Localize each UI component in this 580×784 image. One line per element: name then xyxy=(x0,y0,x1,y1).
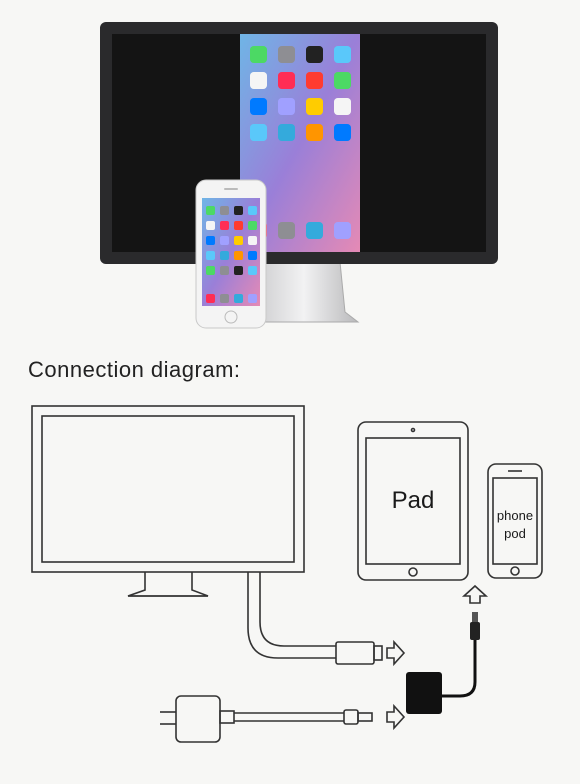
phone-label-line1: phone xyxy=(497,508,533,523)
app-icon xyxy=(248,251,257,260)
app-icon xyxy=(220,206,229,215)
dock-app-icon xyxy=(334,222,351,239)
app-icon xyxy=(234,206,243,215)
app-icon xyxy=(248,236,257,245)
app-icon xyxy=(206,206,215,215)
app-icon xyxy=(250,98,267,115)
dock-app-icon xyxy=(306,222,323,239)
dock-app-icon xyxy=(220,294,229,303)
dock-app-icon xyxy=(234,294,243,303)
power-adapter-icon xyxy=(160,695,373,743)
app-icon xyxy=(220,221,229,230)
app-icon xyxy=(248,266,257,275)
monitor-icon xyxy=(100,22,498,264)
app-icon xyxy=(206,251,215,260)
hdmi-cable xyxy=(247,572,383,665)
phone-label-line2: pod xyxy=(504,526,526,541)
app-icon xyxy=(250,46,267,63)
app-icon xyxy=(334,98,351,115)
app-icon xyxy=(248,221,257,230)
tablet-icon xyxy=(357,421,469,581)
app-icon xyxy=(220,251,229,260)
arrow-up-icon xyxy=(461,584,489,604)
tablet-label: Pad xyxy=(392,487,435,514)
app-icon xyxy=(234,266,243,275)
dock-app-icon xyxy=(206,294,215,303)
app-icon xyxy=(306,98,323,115)
app-icon xyxy=(206,236,215,245)
app-icon xyxy=(250,124,267,141)
dock-app-icon xyxy=(248,294,257,303)
app-icon xyxy=(250,72,267,89)
connection-diagram: Pad phone pod xyxy=(31,405,543,743)
app-icon xyxy=(206,266,215,275)
app-icon xyxy=(234,251,243,260)
app-icon xyxy=(220,236,229,245)
adapter-box xyxy=(406,672,442,714)
arrow-icon xyxy=(386,639,406,667)
app-icon xyxy=(234,236,243,245)
app-icon xyxy=(334,72,351,89)
section-caption: Connection diagram: xyxy=(28,357,241,382)
app-icon xyxy=(306,46,323,63)
phone-icon xyxy=(195,179,267,329)
app-icon xyxy=(248,206,257,215)
app-icon xyxy=(334,46,351,63)
app-icon xyxy=(278,98,295,115)
app-icon xyxy=(306,72,323,89)
arrow-icon xyxy=(386,703,406,731)
app-icon xyxy=(206,221,215,230)
app-icon xyxy=(220,266,229,275)
app-icon xyxy=(278,46,295,63)
phone-app-grid xyxy=(206,206,257,303)
monitor-outline xyxy=(31,405,305,597)
app-icon xyxy=(278,72,295,89)
lightning-cable xyxy=(440,612,480,698)
dock-app-icon xyxy=(278,222,295,239)
phone-outline-icon xyxy=(487,463,543,579)
app-icon xyxy=(306,124,323,141)
app-icon xyxy=(334,124,351,141)
product-photo xyxy=(100,22,498,329)
app-icon xyxy=(278,124,295,141)
app-icon xyxy=(234,221,243,230)
